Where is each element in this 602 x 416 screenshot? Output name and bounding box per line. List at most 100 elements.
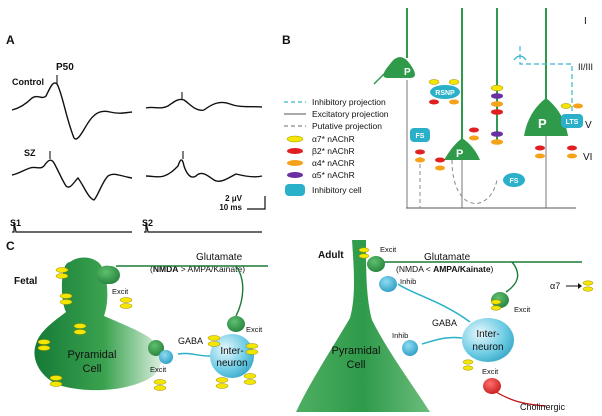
- receptor-cluster-rsnp: [428, 79, 460, 105]
- fetal-interneuron: [210, 334, 254, 378]
- fetal-interneuron-label-2: neuron: [216, 358, 247, 369]
- legend-swatch-a5: [287, 172, 303, 178]
- adult-gaba-bouton-soma: [402, 340, 418, 356]
- fetal-interneuron-label-1: Inter-: [220, 346, 243, 357]
- panel-label-b: B: [282, 33, 291, 47]
- fetal-glutamate-bouton-top: [96, 265, 120, 284]
- scale-amplitude: 2 μV: [225, 194, 243, 203]
- fetal-pyramidal-bouton: [148, 340, 164, 356]
- legend-putative: Putative projection: [312, 121, 382, 131]
- cholinergic-label: Cholinergic: [520, 402, 566, 412]
- sz-s2-trace: [145, 159, 263, 183]
- fetal-pyramidal-label-2: Cell: [83, 363, 102, 375]
- s1-label: S1: [10, 218, 21, 228]
- sz-s1-trace: [11, 159, 133, 201]
- s2-label: S2: [142, 218, 153, 228]
- adult-interneuron: [462, 318, 514, 362]
- lts-cell: LTS: [561, 114, 583, 128]
- adult-axon-branch: [505, 261, 519, 293]
- adult-a7-receptors: [358, 247, 502, 371]
- fetal-gaba-label: GABA: [178, 336, 203, 346]
- panel-c: C Fetal Glutamate (NMDA > AMPA/Kainate) …: [6, 239, 594, 412]
- legend-b2: β2* nAChR: [312, 146, 355, 156]
- lts-label: LTS: [566, 119, 579, 126]
- fetal-diagram: Fetal Glutamate (NMDA > AMPA/Kainate) Py…: [14, 252, 268, 391]
- fs-bottom-label: FS: [510, 178, 519, 185]
- pyramidal-cell-1: P: [373, 8, 415, 208]
- fetal-pyramidal-label-1: Pyramidal: [68, 349, 117, 361]
- adult-excit-label-interneuron: Excit: [514, 305, 531, 314]
- cholinergic-axon: [495, 391, 547, 407]
- fetal-gaba-axon: [177, 352, 211, 357]
- panel-label-c: C: [6, 239, 15, 253]
- scale-time: 10 ms: [219, 203, 242, 212]
- fetal-glutamate-bouton-interneuron: [227, 316, 245, 332]
- fetal-receptor-ratio: (NMDA > AMPA/Kainate): [150, 264, 245, 274]
- legend-swatch-inhibitory-cell: [285, 184, 305, 196]
- panel-a: A P50 Control SZ S1 S2 2 μV 10 ms: [6, 33, 266, 233]
- scale-bar: [247, 196, 266, 210]
- adult-excit-label-top: Excit: [380, 245, 397, 254]
- sz-label: SZ: [24, 148, 36, 158]
- layer-label-2: II/III: [578, 62, 593, 72]
- panel-b-legend: Inhibitory projection Excitatory project…: [284, 97, 389, 196]
- s1-stimulus-line: [12, 221, 132, 233]
- fetal-excit-label-interneuron: Excit: [246, 325, 263, 334]
- fetal-pyramidal-cell: [34, 257, 162, 391]
- legend-a5: α5* nAChR: [312, 170, 355, 180]
- a7-label: α7: [550, 281, 560, 291]
- adult-gaba-label: GABA: [432, 318, 457, 328]
- layer-label-5: V: [585, 120, 592, 131]
- adult-gaba-axon-dendrite: [397, 283, 471, 323]
- control-s2-trace: [145, 98, 263, 112]
- putative-projection: [451, 159, 498, 204]
- fetal-glutamate-label: Glutamate: [196, 252, 243, 263]
- fetal-excit-label-top: Excit: [112, 287, 129, 296]
- fs-cell-bottom: FS: [503, 173, 525, 187]
- fetal-axon-branch: [235, 265, 244, 317]
- layer-label-1: I: [584, 16, 587, 27]
- adult-diagram: Adult Glutamate (NMDA < AMPA/Kainate) Py…: [296, 240, 594, 412]
- adult-excit-label-cholinergic: Excit: [482, 367, 499, 376]
- adult-interneuron-label-1: Inter-: [476, 329, 499, 340]
- cholinergic-bouton: [483, 378, 501, 394]
- pyramidal-cell-2: P: [444, 138, 480, 208]
- adult-inhib-label-dendrite: Inhib: [400, 277, 416, 286]
- receptor-cluster-pyramidal-2: [415, 127, 479, 171]
- legend-a4: α4* nAChR: [312, 158, 355, 168]
- s2-stimulus-line: [144, 221, 262, 233]
- legend-swatch-a7: [286, 135, 304, 143]
- adult-glutamate-bouton-top: [367, 256, 385, 272]
- adult-interneuron-label-2: neuron: [472, 342, 503, 353]
- adult-inhib-label-soma: Inhib: [392, 331, 408, 340]
- pyramidal-2-label: P: [456, 148, 463, 160]
- panel-label-a: A: [6, 33, 15, 47]
- legend-inhibitory-cell: Inhibitory cell: [312, 185, 362, 195]
- a7-receptor-icon-2: [582, 286, 594, 292]
- control-s1-trace: [11, 82, 133, 140]
- control-label: Control: [12, 77, 44, 87]
- adult-pyramidal-label-1: Pyramidal: [332, 345, 381, 357]
- rsnp-cell: RSNP: [430, 85, 460, 99]
- legend-swatch-b2: [287, 148, 303, 154]
- adult-title: Adult: [318, 250, 344, 261]
- fetal-title: Fetal: [14, 276, 38, 287]
- receptor-column-center: [490, 84, 504, 145]
- fs-left-label: FS: [416, 133, 425, 140]
- adult-gaba-axon: [421, 336, 463, 345]
- adult-receptor-ratio: (NMDA < AMPA/Kainate): [396, 264, 494, 274]
- pyramidal-3-label: P: [538, 116, 547, 131]
- lts-inhibitory-projection: [519, 46, 573, 118]
- inhibitory-synapse: [513, 55, 527, 61]
- fetal-a7-receptors: [37, 267, 259, 391]
- adult-pyramidal-label-2: Cell: [347, 359, 366, 371]
- pyramidal-cell-3: P: [524, 98, 568, 208]
- a7-receptor-icon-1: [582, 280, 594, 286]
- receptor-cluster-lts: [535, 103, 583, 159]
- rsnp-label: RSNP: [435, 90, 455, 97]
- fetal-excit-label-pyramidal: Excit: [150, 365, 167, 374]
- p50-label: P50: [56, 62, 74, 73]
- adult-pyramidal-cell: [296, 240, 430, 412]
- legend-inhibitory: Inhibitory projection: [312, 97, 386, 107]
- fetal-gaba-bouton: [159, 350, 173, 364]
